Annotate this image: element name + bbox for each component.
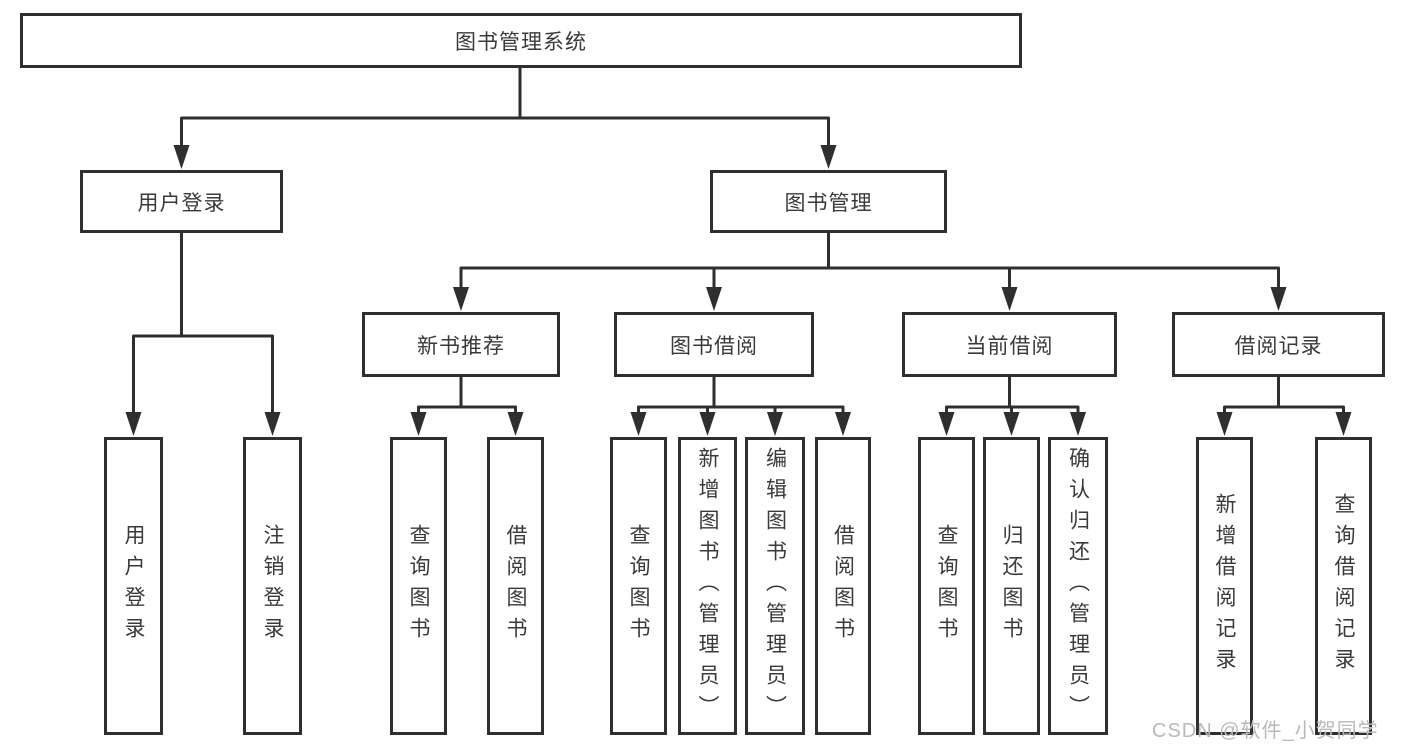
leaf-query-borrow-record: 查询借阅记录 [1315,437,1372,735]
leaf-edit-book-admin: 编辑图书（管理员） [745,437,805,735]
connector-borrow-record-branch [1216,377,1352,436]
leaf-query-book-borrow: 查询图书 [610,437,667,735]
connector-new-book-branch [410,377,524,436]
csdn-watermark: CSDN @软件_小贺同学 [1152,720,1379,742]
leaf-borrow-book-recommend: 借阅图书 [487,437,544,735]
connector-current-borrow-branch [938,377,1086,436]
connector-root-to-level2 [173,68,837,169]
leaf-query-book-recommend: 查询图书 [390,437,447,735]
leaf-add-book-admin: 新增图书（管理员） [678,437,737,735]
connector-book-management-branch [453,233,1287,311]
node-book-borrow: 图书借阅 [614,312,814,377]
node-root-library-system: 图书管理系统 [20,13,1022,68]
leaf-add-borrow-record: 新增借阅记录 [1196,437,1253,735]
connector-book-borrow-branch [630,377,851,436]
connector-user-login-branch [125,233,281,436]
node-borrow-record: 借阅记录 [1172,312,1385,377]
leaf-borrow-book: 借阅图书 [815,437,871,735]
leaf-user-login: 用户登录 [104,437,163,735]
leaf-query-book-current: 查询图书 [918,437,975,735]
node-new-book-recommend: 新书推荐 [362,312,560,377]
node-current-borrow: 当前借阅 [902,312,1117,377]
node-book-management: 图书管理 [710,170,947,233]
leaf-return-book: 归还图书 [983,437,1040,735]
leaf-confirm-return-admin: 确认归还（管理员） [1048,437,1108,735]
leaf-logout: 注销登录 [243,437,302,735]
node-user-login: 用户登录 [80,170,283,233]
